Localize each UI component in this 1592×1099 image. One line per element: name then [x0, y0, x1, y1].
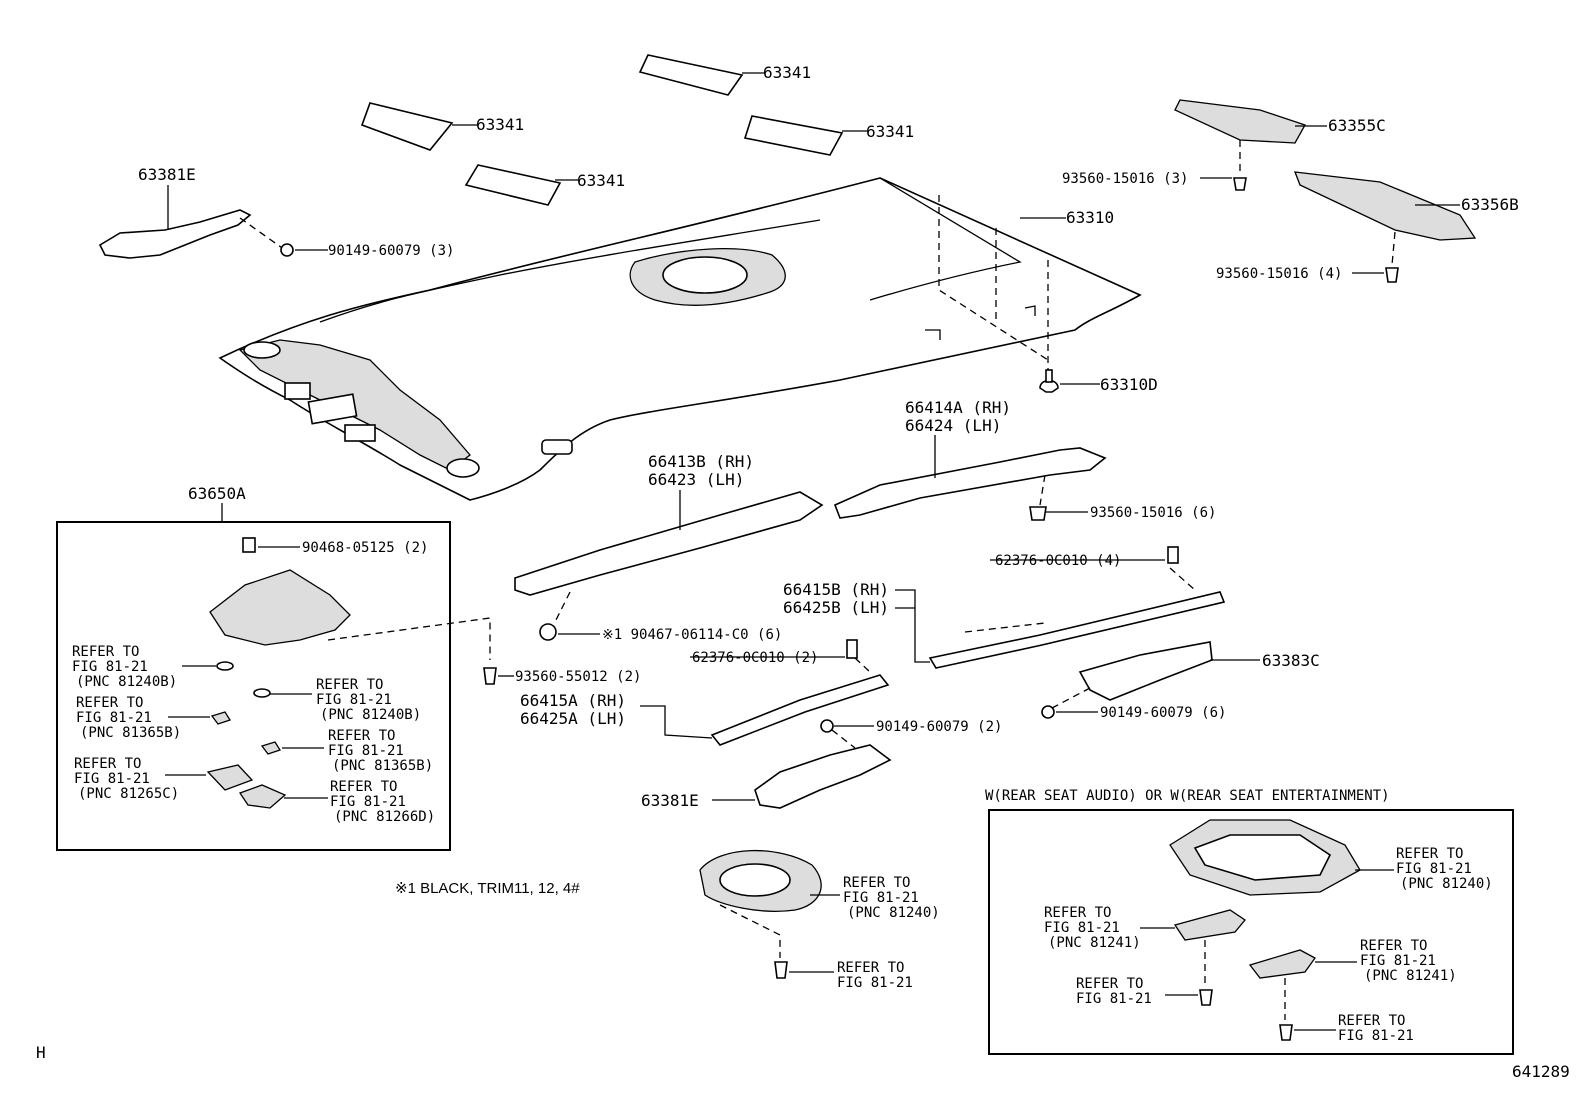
- inset-box-rear-seat: [988, 809, 1514, 1055]
- footnote: ※1 BLACK, TRIM11, 12, 4#: [395, 880, 580, 897]
- label-66423: 66423 (LH): [648, 470, 744, 489]
- pad-63341-b: [638, 54, 744, 96]
- inset-box-63650a: [56, 503, 451, 851]
- clip-62376-4: [1167, 546, 1179, 564]
- bulb-1: [216, 661, 234, 671]
- figure-number: 641289: [1512, 1062, 1570, 1081]
- label-66414a: 66414A (RH): [905, 398, 1011, 417]
- label-62376-2: 62376-0C010 (2): [692, 650, 818, 666]
- label-pad-63341-a: 63341: [476, 115, 524, 134]
- corner-letter: H: [36, 1043, 46, 1062]
- screw-map-lamp: [774, 961, 788, 979]
- screw-rear-b: [1279, 1024, 1293, 1041]
- label-90468: 90468-05125 (2): [302, 540, 428, 556]
- clip-90468: [242, 537, 256, 553]
- label-62376-4: 62376-0C010 (4): [995, 553, 1121, 569]
- bracket-63383c: [1078, 641, 1213, 701]
- clip-63310d: [1039, 369, 1059, 393]
- label-63310: 63310: [1066, 208, 1114, 227]
- cover-63355c: [1174, 99, 1306, 144]
- label-66413b: 66413B (RH): [648, 452, 754, 471]
- label-63381e-bottom: 63381E: [641, 791, 699, 810]
- pad-63341-d: [464, 164, 562, 206]
- lens-2: [260, 741, 281, 755]
- label-63383c: 63383C: [1262, 651, 1320, 670]
- screw-93560-3: [1233, 177, 1247, 191]
- clip-62376-2: [846, 639, 858, 659]
- label-pad-63341-b: 63341: [763, 63, 811, 82]
- rail-66414a: [833, 447, 1107, 519]
- label-66415b: 66415B (RH): [783, 580, 889, 599]
- label-90149-top: 90149-60079 (3): [328, 243, 454, 259]
- label-90467: ※1 90467-06114-C0 (6): [602, 627, 782, 643]
- label-pad-63341-c: 63341: [866, 122, 914, 141]
- label-93560-6: 93560-15016 (6): [1090, 505, 1216, 521]
- screw-90149-6: [1041, 705, 1055, 719]
- label-63356b: 63356B: [1461, 195, 1519, 214]
- headliner-63310: [218, 177, 1142, 501]
- lamp-81266d: [239, 784, 287, 809]
- cover-63356b: [1294, 171, 1477, 241]
- label-90149-6: 90149-60079 (6): [1100, 705, 1226, 721]
- screw-90467: [539, 623, 557, 641]
- screw-93560-6: [1029, 506, 1047, 521]
- console-rear-81240: [1169, 819, 1361, 896]
- screw-rear-a: [1199, 989, 1213, 1006]
- strip-66415a: [710, 674, 890, 746]
- strip-66415b: [928, 591, 1226, 669]
- label-63310d: 63310D: [1100, 375, 1158, 394]
- label-66425b: 66425B (LH): [783, 598, 889, 617]
- pad-63341-a: [360, 102, 454, 151]
- label-pad-63341-d: 63341: [577, 171, 625, 190]
- label-93560-4: 93560-15016 (4): [1216, 266, 1342, 282]
- label-66415a: 66415A (RH): [520, 691, 626, 710]
- screw-93560-4: [1385, 267, 1399, 283]
- rail-66413b: [514, 491, 824, 596]
- bracket-63381e-top: [98, 185, 252, 259]
- label-63355c: 63355C: [1328, 116, 1386, 135]
- label-66424: 66424 (LH): [905, 416, 1001, 435]
- screw-90149-top: [280, 243, 294, 257]
- lamp-rear-81241-b: [1248, 949, 1316, 979]
- console-63650a: [209, 569, 351, 646]
- part-labels: 63341 63341 63341 63341 63381E 90149-600…: [138, 63, 1519, 810]
- inset-title: W(REAR SEAT AUDIO) OR W(REAR SEAT ENTERT…: [985, 788, 1390, 804]
- screw-93560-55: [483, 667, 497, 685]
- lamp-rear-81241-a: [1173, 909, 1246, 941]
- label-90149-2: 90149-60079 (2): [876, 719, 1002, 735]
- lens-1: [210, 711, 231, 725]
- pad-63341-c: [743, 115, 844, 156]
- lamp-81265c: [206, 764, 254, 791]
- bulb-2: [253, 688, 271, 698]
- bracket-63381e-bottom: [754, 744, 892, 809]
- label-93560-3: 93560-15016 (3): [1062, 171, 1188, 187]
- label-63650a: 63650A: [188, 484, 246, 503]
- label-66425a: 66425A (LH): [520, 709, 626, 728]
- label-93560-55: 93560-55012 (2): [515, 669, 641, 685]
- screw-90149-2: [820, 719, 834, 733]
- map-lamp-81240: [699, 849, 822, 912]
- label-63381e-top: 63381E: [138, 165, 196, 184]
